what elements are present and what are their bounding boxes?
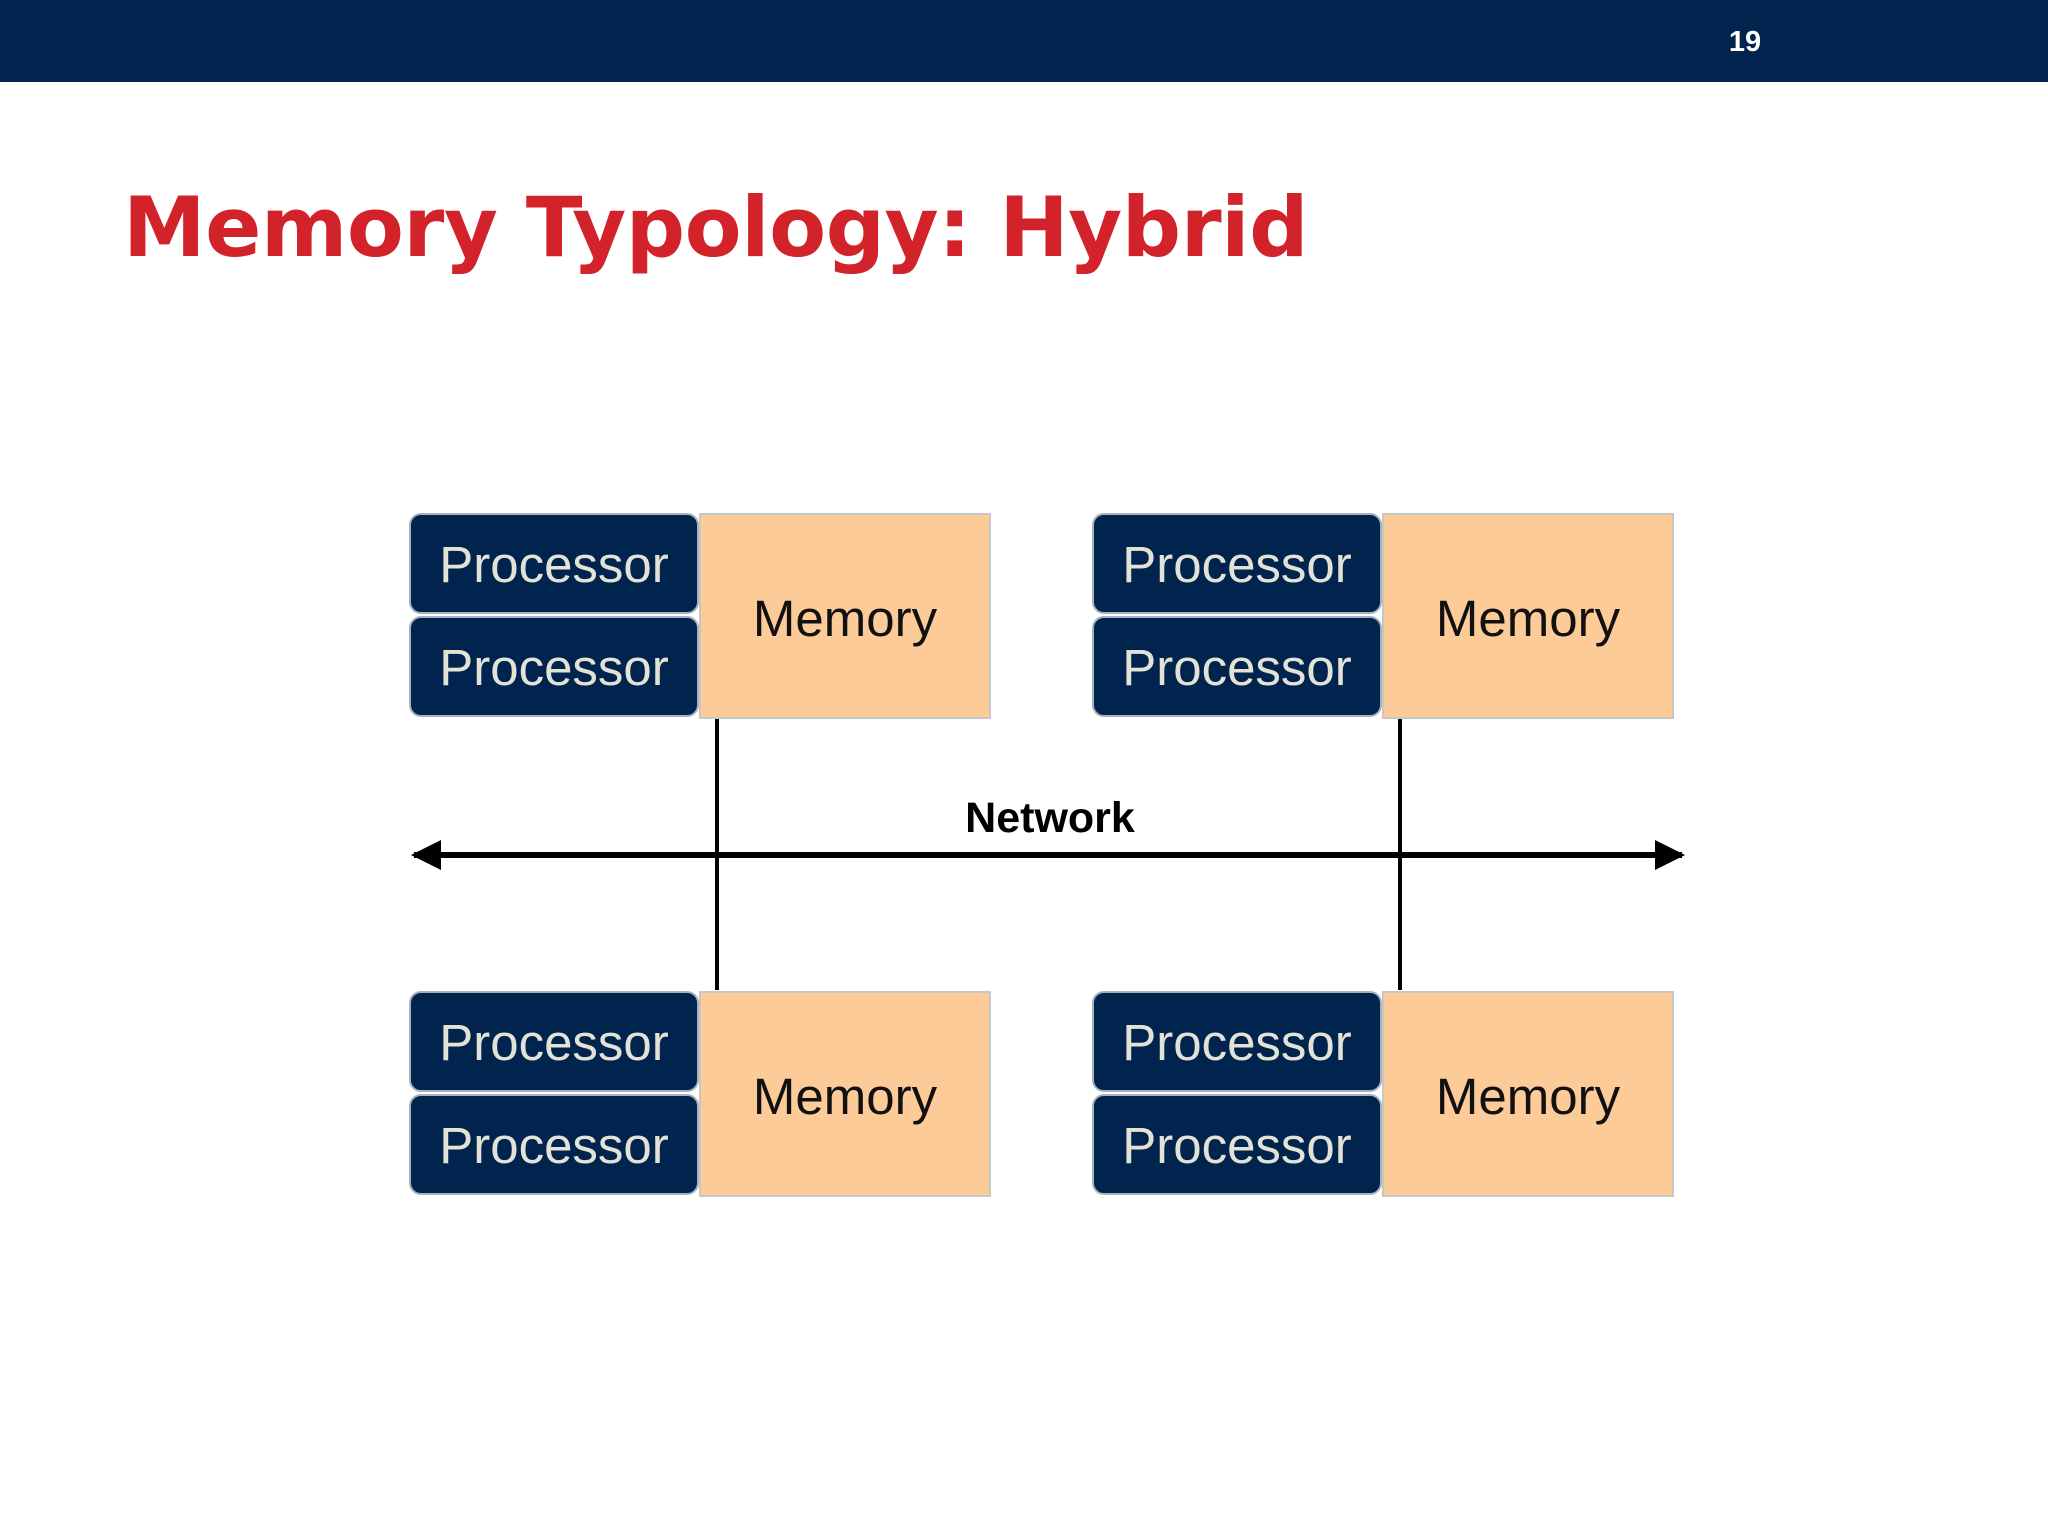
node-1-processor-1: Processor [409,513,699,614]
node-4-processor-2: Processor [1092,1094,1382,1195]
node-3-memory: Memory [699,991,991,1197]
node-4-processor-1: Processor [1092,991,1382,1092]
node-2-memory: Memory [1382,513,1674,719]
page-number: 19 [1728,26,1762,58]
node-3-processor-1: Processor [409,991,699,1092]
node-1-memory: Memory [699,513,991,719]
header-bar: 19 [0,0,2048,82]
node-3-processor-2: Processor [409,1094,699,1195]
node-4-memory: Memory [1382,991,1674,1197]
slide-title: Memory Typology: Hybrid [123,179,1309,276]
network-label: Network [965,794,1135,842]
node-2-processor-2: Processor [1092,616,1382,717]
node-2-processor-1: Processor [1092,513,1382,614]
node-1-processor-2: Processor [409,616,699,717]
